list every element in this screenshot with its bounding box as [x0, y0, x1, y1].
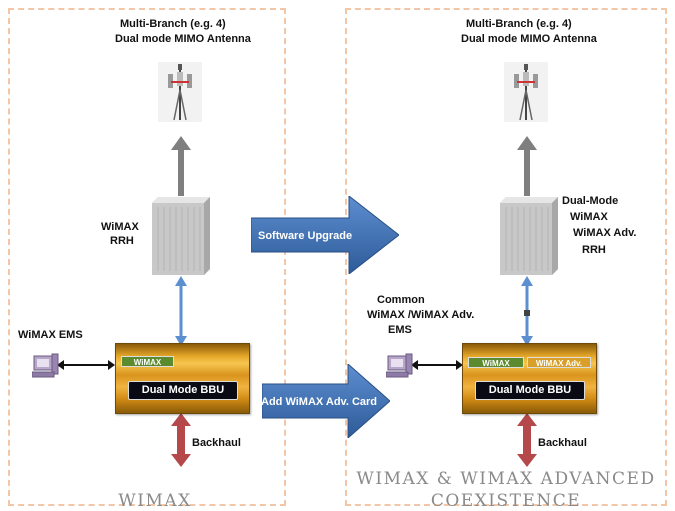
- left-rrh-label-line2: RRH: [110, 235, 134, 247]
- left-antenna-label-line1: Multi-Branch (e.g. 4): [120, 18, 226, 30]
- left-ems-label: WiMAX EMS: [18, 329, 83, 341]
- left-rrh-unit-icon: [152, 197, 210, 275]
- left-bbu-wimax-badge: WiMAX: [121, 356, 174, 367]
- left-antenna-tower-icon: [158, 62, 202, 122]
- left-rrh-label-line1: WiMAX: [101, 221, 139, 233]
- add-card-arrow: [262, 364, 390, 438]
- right-bbu-unit: WiMAX WiMAX Adv. Dual Mode BBU: [462, 343, 597, 414]
- right-bbu-wimax-badge: WiMAX: [468, 357, 524, 368]
- left-antenna-label-line2: Dual mode MIMO Antenna: [115, 33, 251, 45]
- right-ems-label-line2: WiMAX /WiMAX Adv.: [367, 309, 475, 321]
- right-rrh-label-line4: RRH: [582, 244, 606, 256]
- right-panel-footer-line2: Coexistence: [430, 491, 582, 511]
- right-ems-label-line1: Common: [377, 294, 425, 306]
- software-upgrade-label: Software Upgrade: [258, 230, 353, 242]
- left-bbu-label: Dual Mode BBU: [128, 381, 238, 400]
- right-rrh-label-line3: WiMAX Adv.: [573, 227, 637, 239]
- left-bbu-unit: WiMAX Dual Mode BBU: [115, 343, 250, 414]
- software-upgrade-arrow: [251, 196, 399, 274]
- coexistence-panel: [345, 8, 667, 506]
- right-antenna-label-line1: Multi-Branch (e.g. 4): [466, 18, 572, 30]
- left-backhaul-label: Backhaul: [192, 437, 241, 449]
- right-ems-label-line3: EMS: [388, 324, 412, 336]
- right-bbu-label: Dual Mode BBU: [475, 381, 585, 400]
- wimax-panel: [8, 8, 286, 506]
- right-rrh-label-line2: WiMAX: [570, 211, 608, 223]
- right-rrh-label-line1: Dual-Mode: [562, 195, 619, 207]
- right-panel-footer-line1: WiMAX & WiMAX Advanced: [356, 469, 656, 489]
- add-card-label: Add WiMAX Adv. Card: [261, 396, 378, 408]
- right-antenna-label-line2: Dual mode MIMO Antenna: [461, 33, 597, 45]
- right-antenna-tower-icon: [504, 62, 548, 122]
- left-ems-terminal-icon: [32, 353, 59, 378]
- right-bbu-wimax-adv-badge: WiMAX Adv.: [527, 357, 591, 368]
- right-backhaul-label: Backhaul: [538, 437, 587, 449]
- right-rrh-unit-icon: [500, 197, 558, 275]
- right-ems-terminal-icon: [386, 353, 413, 378]
- left-panel-footer: WiMAX: [118, 491, 192, 511]
